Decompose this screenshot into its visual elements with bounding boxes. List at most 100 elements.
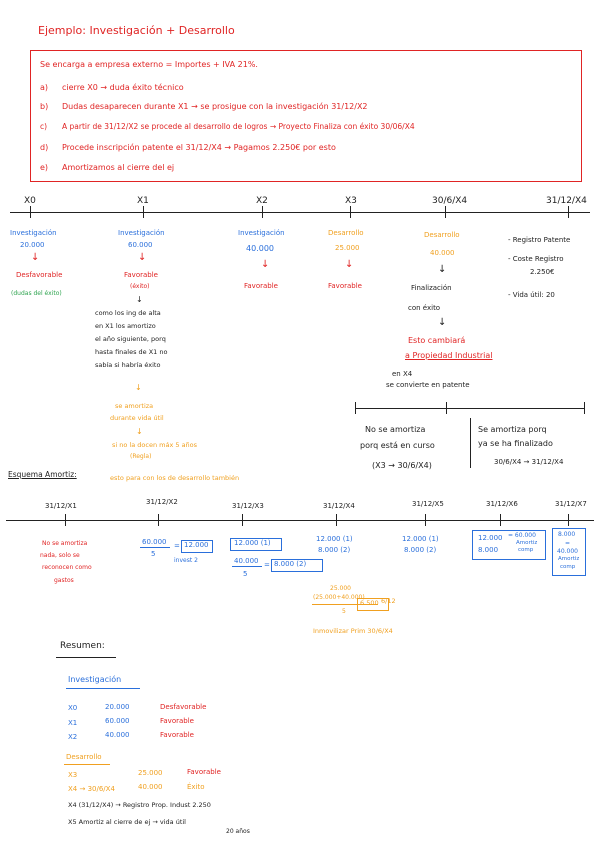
t2-x1-note-3: reconocen como (42, 564, 92, 571)
t2-x6-eq2: Amortiz (516, 540, 538, 546)
timeline2-tick-mark (568, 514, 570, 526)
x4-line-1: Finalización (411, 284, 452, 292)
inv-row-1-year: X0 (68, 704, 78, 712)
x1-arrow-icon: ↓ (138, 252, 147, 263)
x1-arrow4-icon: ↓ (136, 427, 143, 436)
dev-row-2-year: X4 → 30/6/X4 (68, 785, 115, 793)
box-right-1: Se amortiza porq (478, 425, 547, 434)
x1-arrow3-icon: ↓ (135, 383, 142, 392)
timeline1-axis (10, 212, 590, 214)
x0-note: (dudas del éxito) (11, 290, 62, 297)
tick-x2: X2 (256, 196, 268, 206)
tick-x1: X1 (137, 196, 149, 206)
t2-x4-b: 8.000 (2) (318, 546, 351, 554)
x4-red-1: Esto cambiará (408, 336, 466, 345)
x4-line-2: con éxito (408, 304, 441, 312)
intro-header: Se encarga a empresa externo = Importes … (40, 60, 258, 69)
timeline2-tick-mark (425, 514, 427, 526)
t2-x3-frac-line (232, 566, 262, 567)
x2-arrow-icon: ↓ (261, 259, 270, 270)
t2-orange-frac-line (312, 604, 378, 605)
timeline2-axis (6, 520, 594, 522)
t2-x6-b: 8.000 (478, 546, 499, 554)
x1-orange1-a: se amortiza (115, 402, 154, 410)
t2-tick-3: 31/12/X3 (232, 502, 264, 510)
end-note-2: - Coste Registro (508, 255, 564, 263)
intro-item-a-text: cierre X0 → duda éxito técnico (62, 83, 184, 92)
tick-x0: X0 (24, 196, 36, 206)
t2-x3-result: 8.000 (2) (274, 560, 307, 568)
x3-status: Favorable (328, 282, 362, 290)
inv-row-2-amount: 60.000 (105, 717, 130, 725)
x0-status: Desfavorable (16, 271, 63, 279)
x0-amount: 20.000 (20, 241, 45, 249)
t2-tick-7: 31/12/X7 (555, 500, 587, 508)
t2-x3-num: 40.000 (234, 557, 259, 565)
bracket-top (355, 408, 585, 410)
summary-final-1: X4 (31/12/X4) → Registro Prop. Indust 2.… (68, 801, 211, 809)
inv-row-3-status: Favorable (160, 731, 194, 739)
t2-tick-2: 31/12/X2 (146, 498, 178, 506)
summary-dev-title: Desarrollo (66, 753, 102, 761)
intro-item-e-label: e) (40, 163, 49, 172)
intro-item-b-label: b) (40, 102, 49, 111)
t2-x3-eq: = (264, 561, 270, 569)
intro-item-b-text: Dudas desaparecen durante X1 → se prosig… (62, 102, 368, 111)
end-note-3: 2.250€ (530, 268, 555, 276)
t2-x2-result: 12.000 (184, 541, 209, 549)
end-note-1: - Registro Patente (508, 236, 571, 244)
page-title: Ejemplo: Investigación + Desarrollo (38, 24, 235, 37)
inv-row-2-status: Favorable (160, 717, 194, 725)
intro-item-c-text: A partir de 31/12/X2 se procede al desar… (62, 122, 415, 131)
bracket-right (584, 402, 586, 414)
t2-tick-4: 31/12/X4 (323, 502, 355, 510)
t2-x7-c: 40.000 (557, 548, 578, 555)
bracket-mid (446, 402, 448, 414)
x1-orange2-a: si no la docen máx 5 años (112, 441, 198, 449)
t2-x3-a: 12.000 (1) (234, 539, 271, 547)
t2-x7-d: Amortiz (558, 556, 580, 562)
t2-orange-note: Inmovilizar Prim 30/6/X4 (313, 627, 393, 635)
section2-label: Esquema Amortiz: (8, 470, 77, 479)
x1-explain-2: en X1 los amortizo (95, 322, 156, 330)
box-left-1: No se amortiza (365, 425, 426, 434)
timeline1-tick-mark (262, 206, 264, 218)
t2-tick-6: 31/12/X6 (486, 500, 518, 508)
t2-x2-sub: invest 2 (174, 557, 198, 564)
t2-tick-1: 31/12/X1 (45, 502, 77, 510)
x4-dark-2: se convierte en patente (386, 381, 470, 389)
x2-amount: 40.000 (246, 244, 274, 253)
x1-status-note: (éxito) (130, 283, 150, 290)
t2-x5-a: 12.000 (1) (402, 535, 439, 543)
summary-dev-underline (64, 764, 110, 765)
x1-status: Favorable (124, 271, 158, 279)
t2-x1-note-1: No se amortiza (42, 540, 88, 547)
x1-explain-1: como los ing de alta (95, 309, 161, 317)
box-left-3: (X3 → 30/6/X4) (372, 461, 432, 470)
t2-x2-frac-line (140, 547, 170, 548)
t2-x5-b: 8.000 (2) (404, 546, 437, 554)
x4-arrow2-icon: ↓ (438, 317, 447, 328)
inv-row-3-amount: 40.000 (105, 731, 130, 739)
t2-x2-num: 60.000 (142, 538, 167, 546)
box-left-2: porq está en curso (360, 441, 435, 450)
summary-title: Resumen: (60, 641, 105, 651)
intro-item-d-label: d) (40, 143, 49, 152)
t2-x1-note-2: nada, solo se (40, 552, 80, 559)
t2-tick-5: 31/12/X5 (412, 500, 444, 508)
tick-x3: X3 (345, 196, 357, 206)
t2-orange-top: 25.000 (330, 585, 351, 592)
intro-item-c-label: c) (40, 122, 48, 131)
x3-amount: 25.000 (335, 244, 360, 252)
x4-red-2: a Propiedad Industrial (405, 351, 493, 360)
x1-arrow2-icon: ↓ (136, 295, 143, 304)
dev-row-2-status: Éxito (187, 783, 205, 791)
t2-x7-e: comp (560, 564, 576, 570)
x3-arrow-icon: ↓ (345, 259, 354, 270)
t2-x7-box (552, 528, 586, 576)
summary-underline (56, 657, 116, 658)
intro-item-d-text: Procede inscripción patente el 31/12/X4 … (62, 143, 336, 152)
t2-x3-result-box (271, 559, 323, 572)
dev-row-1-year: X3 (68, 771, 78, 779)
dev-row-1-status: Favorable (187, 768, 221, 776)
